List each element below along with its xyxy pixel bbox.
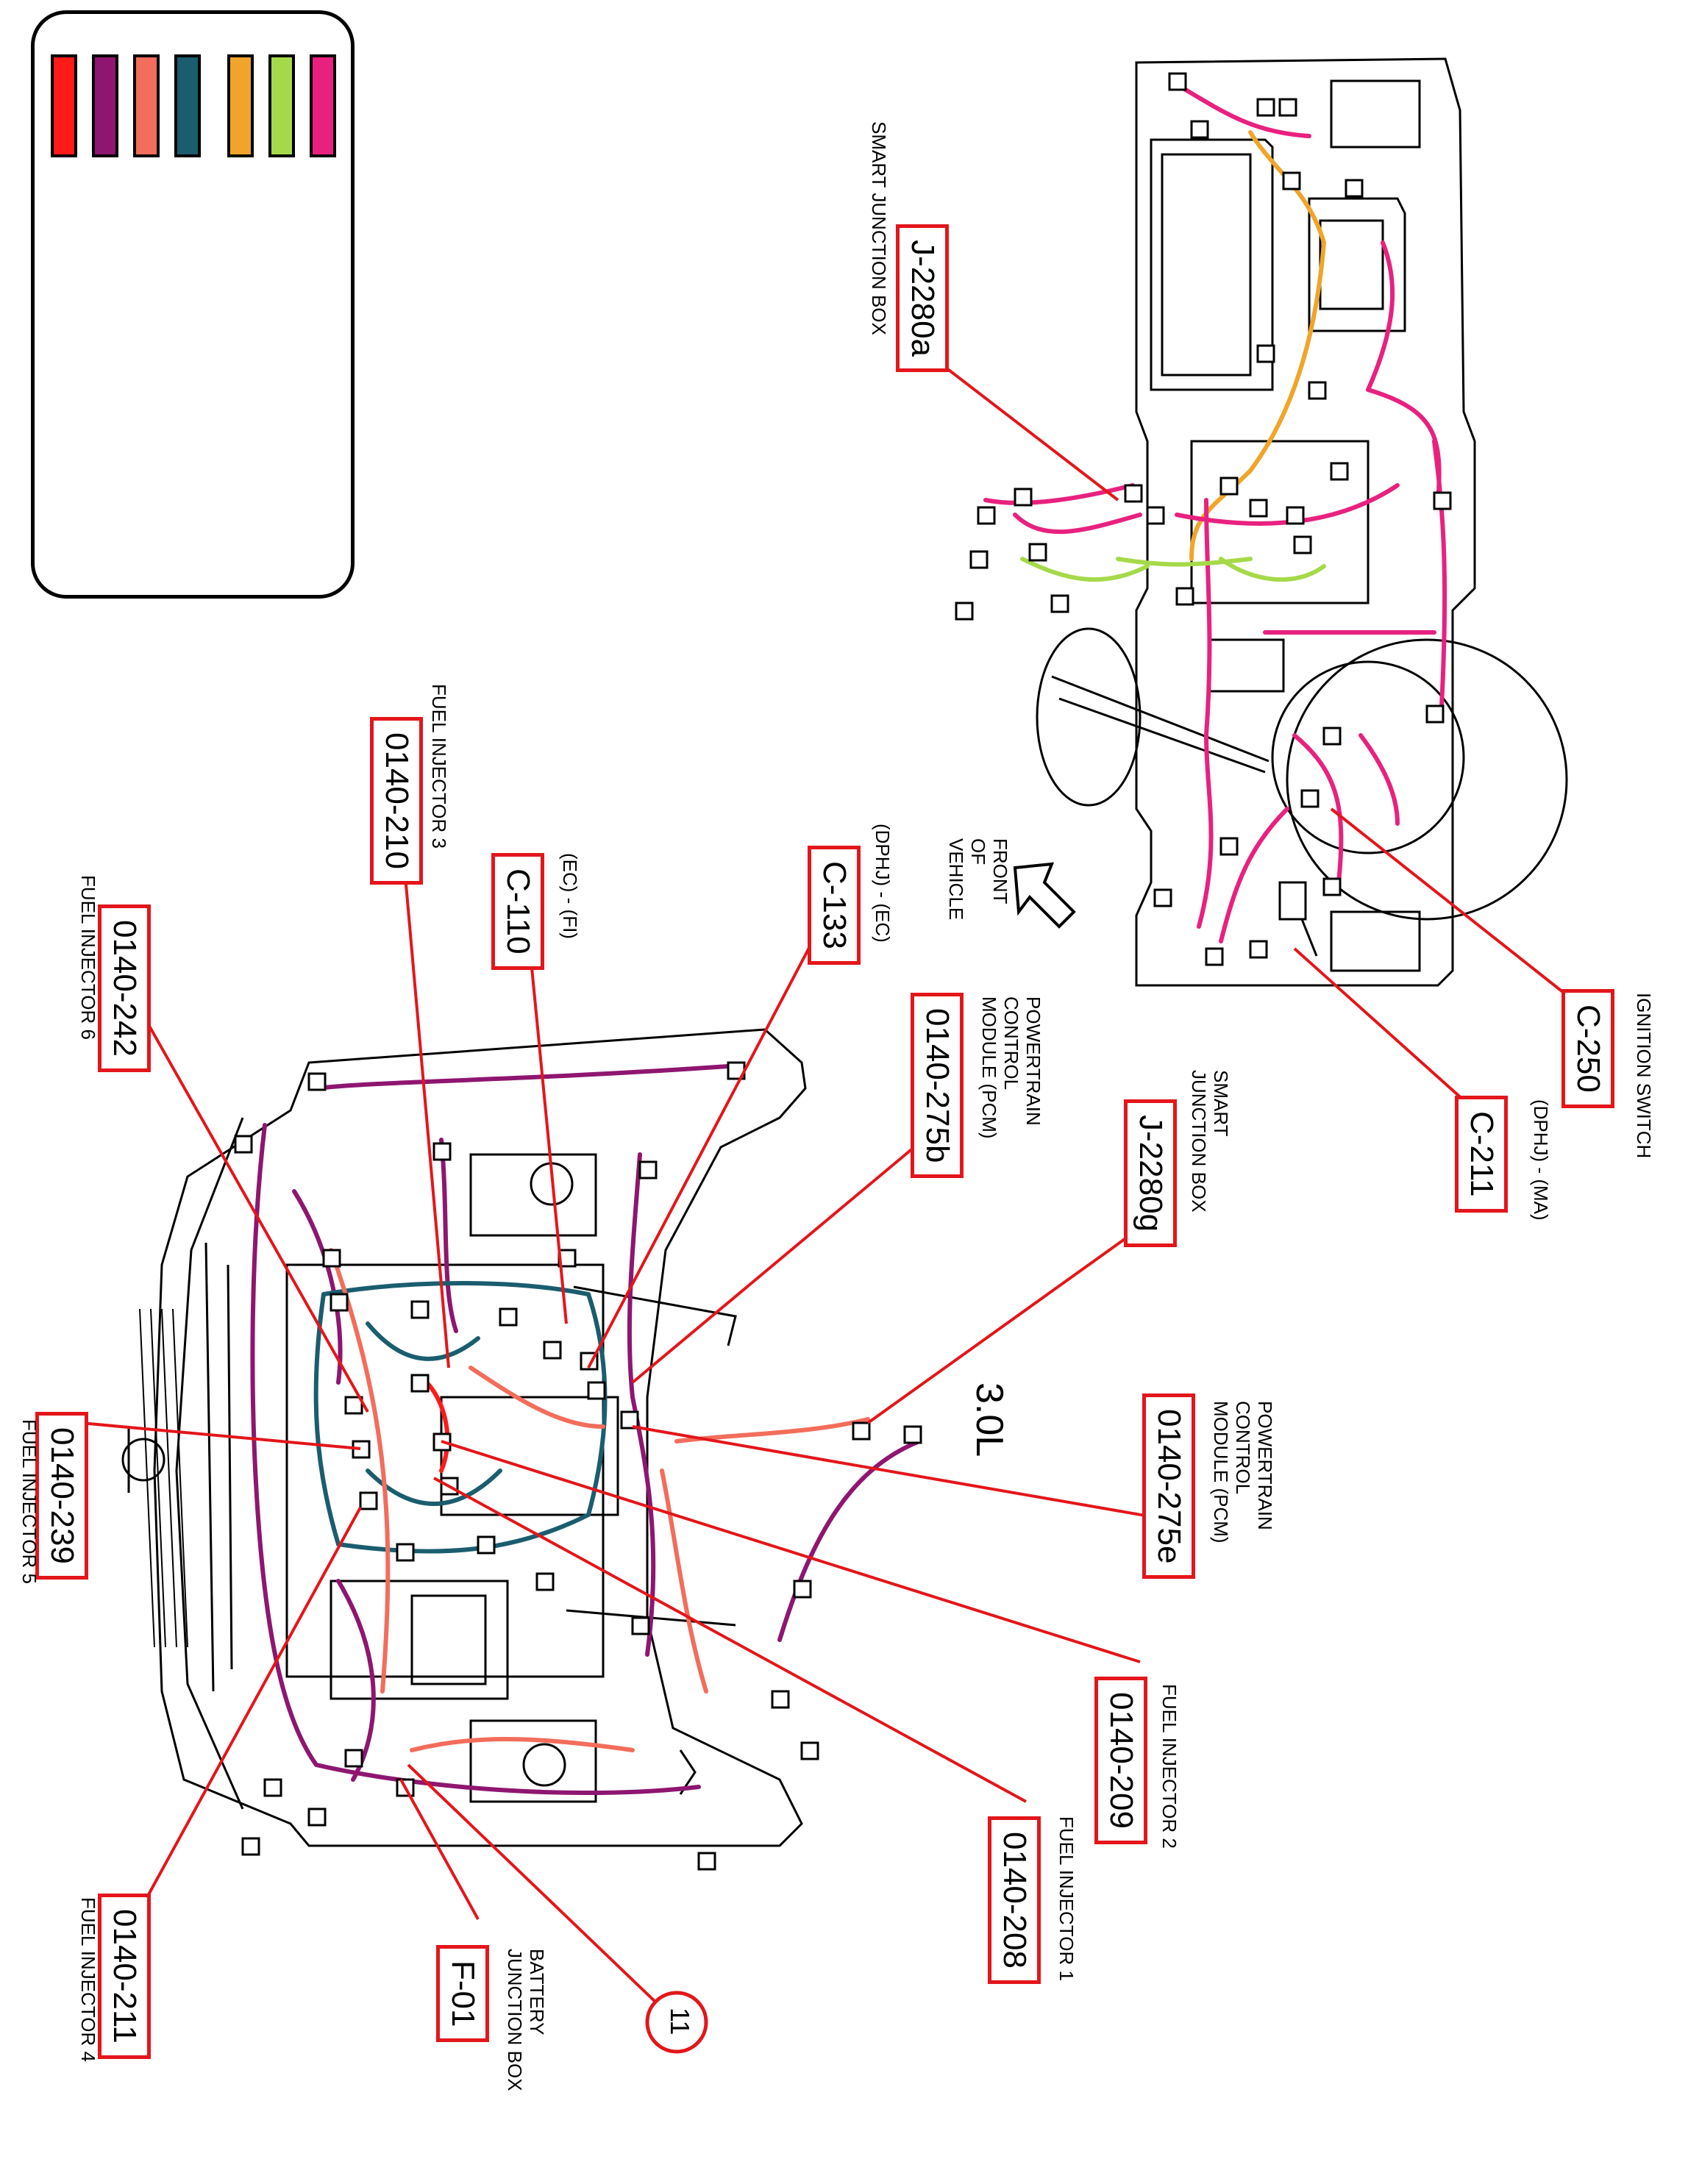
connector-id[interactable]: C-133 xyxy=(808,846,861,965)
callout-p210-desc: FUEL INJECTOR 3 xyxy=(428,684,450,849)
desc-line: IGNITION SWITCH xyxy=(1633,993,1655,1159)
callout-j2280g[interactable]: J-2280g xyxy=(1124,1099,1177,1248)
callout-p275b-desc: POWERTRAIN CONTROL MODULE (PCM) xyxy=(978,996,1044,1139)
connector-id[interactable]: 0140-208 xyxy=(988,1816,1041,1984)
callout-p209[interactable]: 0140-209 xyxy=(1094,1677,1147,1844)
connectors xyxy=(234,72,1452,1871)
callout-p211-desc: FUEL INJECTOR 4 xyxy=(77,1897,99,2062)
desc-line: FUEL INJECTOR 1 xyxy=(1055,1816,1078,1981)
color-legend xyxy=(31,10,355,599)
connector-id[interactable]: J-2280a xyxy=(896,224,949,373)
callout-f01[interactable]: F-01 xyxy=(436,1945,489,2043)
desc-line: MODULE (PCM) xyxy=(1210,1401,1232,1544)
ip-harness xyxy=(983,82,1447,943)
connector-id[interactable]: F-01 xyxy=(436,1945,489,2043)
connector-id[interactable]: 0140-275e xyxy=(1142,1393,1195,1580)
desc-line: FUEL INJECTOR 3 xyxy=(428,684,450,849)
desc-line: POWERTRAIN xyxy=(1254,1401,1276,1530)
legend-swatch-salmon xyxy=(133,54,160,157)
callout-p210[interactable]: 0140-210 xyxy=(370,717,423,885)
callout-p275e[interactable]: 0140-275e xyxy=(1142,1393,1195,1580)
connector-id[interactable]: C-110 xyxy=(491,853,544,970)
connector-id[interactable]: J-2280g xyxy=(1124,1099,1177,1248)
callout-p275b[interactable]: 0140-275b xyxy=(911,993,964,1179)
callout-p242-desc: FUEL INJECTOR 6 xyxy=(77,875,99,1040)
legend-swatch-green xyxy=(268,54,295,157)
desc-line: SMART xyxy=(1210,1070,1232,1137)
desc-line: (EC) - (FI) xyxy=(559,853,581,939)
desc-line: (DPHJ) - (MA) xyxy=(1530,1099,1552,1221)
callout-c250-desc: IGNITION SWITCH xyxy=(1633,993,1655,1158)
instrument-panel-outline xyxy=(1036,57,1568,987)
desc-line: MODULE (PCM) xyxy=(978,996,1000,1139)
connector-id[interactable]: 0140-209 xyxy=(1094,1677,1147,1844)
callout-f01-desc: BATTERY JUNCTION BOX xyxy=(504,1949,548,2091)
desc-line: VEHICLE xyxy=(945,838,967,921)
callout-p208-desc: FUEL INJECTOR 1 xyxy=(1055,1816,1078,1981)
callout-j2280a-desc: SMART JUNCTION BOX xyxy=(868,121,890,335)
callout-p275e-desc: POWERTRAIN CONTROL MODULE (PCM) xyxy=(1210,1401,1276,1544)
callout-circle-11 xyxy=(645,1991,708,2054)
desc-line: FUEL INJECTOR 5 xyxy=(18,1419,40,1584)
desc-line: FRONT xyxy=(989,838,1011,904)
callout-c133-desc: (DPHJ) - (EC) xyxy=(872,824,894,943)
callout-c211[interactable]: C-211 xyxy=(1455,1096,1508,1213)
legend-swatch-teal xyxy=(174,54,201,157)
connector-id[interactable]: 0140-211 xyxy=(98,1894,151,2059)
callout-j2280g-desc: SMART JUNCTION BOX xyxy=(1188,1070,1232,1213)
callout-p242[interactable]: 0140-242 xyxy=(98,904,151,1072)
grille-slats xyxy=(139,1308,188,1648)
connector-id[interactable]: 0140-275b xyxy=(911,993,964,1179)
connector-id[interactable]: 0140-239 xyxy=(35,1412,88,1580)
desc-line: JUNCTION BOX xyxy=(504,1949,526,2091)
callout-p239-desc: FUEL INJECTOR 5 xyxy=(18,1419,40,1584)
desc-line: CONTROL xyxy=(1232,1401,1254,1495)
connector-id[interactable]: 0140-210 xyxy=(370,717,423,885)
callout-number: 11 xyxy=(665,2008,695,2035)
front-arrow-icon xyxy=(1013,862,1076,929)
desc-line: FUEL INJECTOR 2 xyxy=(1158,1684,1180,1849)
callout-c133[interactable]: C-133 xyxy=(808,846,861,965)
engine-bay-outline xyxy=(121,1028,807,1847)
callout-c110-desc: (EC) - (FI) xyxy=(559,853,581,939)
desc-line: BATTERY xyxy=(526,1949,548,2035)
front-of-vehicle-label: FRONT OF VEHICLE xyxy=(945,838,1011,920)
desc-line: FUEL INJECTOR 4 xyxy=(77,1897,99,2062)
desc-line: (DPHJ) - (EC) xyxy=(872,824,894,943)
desc-line: FUEL INJECTOR 6 xyxy=(77,875,99,1040)
legend-swatch-purple xyxy=(92,54,118,157)
connector-id[interactable]: 0140-242 xyxy=(98,904,151,1072)
desc-line: SMART JUNCTION BOX xyxy=(868,121,890,335)
connector-id[interactable]: C-211 xyxy=(1455,1096,1508,1213)
callout-c110[interactable]: C-110 xyxy=(491,853,544,970)
desc-line: CONTROL xyxy=(1000,996,1022,1091)
engine-size-label: 3.0L xyxy=(968,1382,1011,1457)
legend-swatch-orange xyxy=(227,54,254,157)
callout-c250[interactable]: C-250 xyxy=(1561,989,1614,1108)
desc-line: OF xyxy=(967,838,989,866)
callout-p211[interactable]: 0140-211 xyxy=(98,1894,151,2059)
callout-11-label[interactable]: 11 xyxy=(664,2008,695,2035)
callout-p209-desc: FUEL INJECTOR 2 xyxy=(1158,1684,1180,1849)
callout-c211-desc: (DPHJ) - (MA) xyxy=(1530,1099,1552,1221)
callout-p208[interactable]: 0140-208 xyxy=(988,1816,1041,1984)
connector-id[interactable]: C-250 xyxy=(1561,989,1614,1108)
engine-harness xyxy=(250,1064,922,1796)
legend-swatch-pink xyxy=(310,54,336,157)
desc-line: POWERTRAIN xyxy=(1022,996,1044,1126)
desc-line: JUNCTION BOX xyxy=(1188,1070,1210,1213)
legend-swatch-red xyxy=(51,54,77,157)
callout-leaders xyxy=(80,351,1579,2024)
callout-j2280a[interactable]: J-2280a xyxy=(896,224,949,373)
callout-p239[interactable]: 0140-239 xyxy=(35,1412,88,1580)
